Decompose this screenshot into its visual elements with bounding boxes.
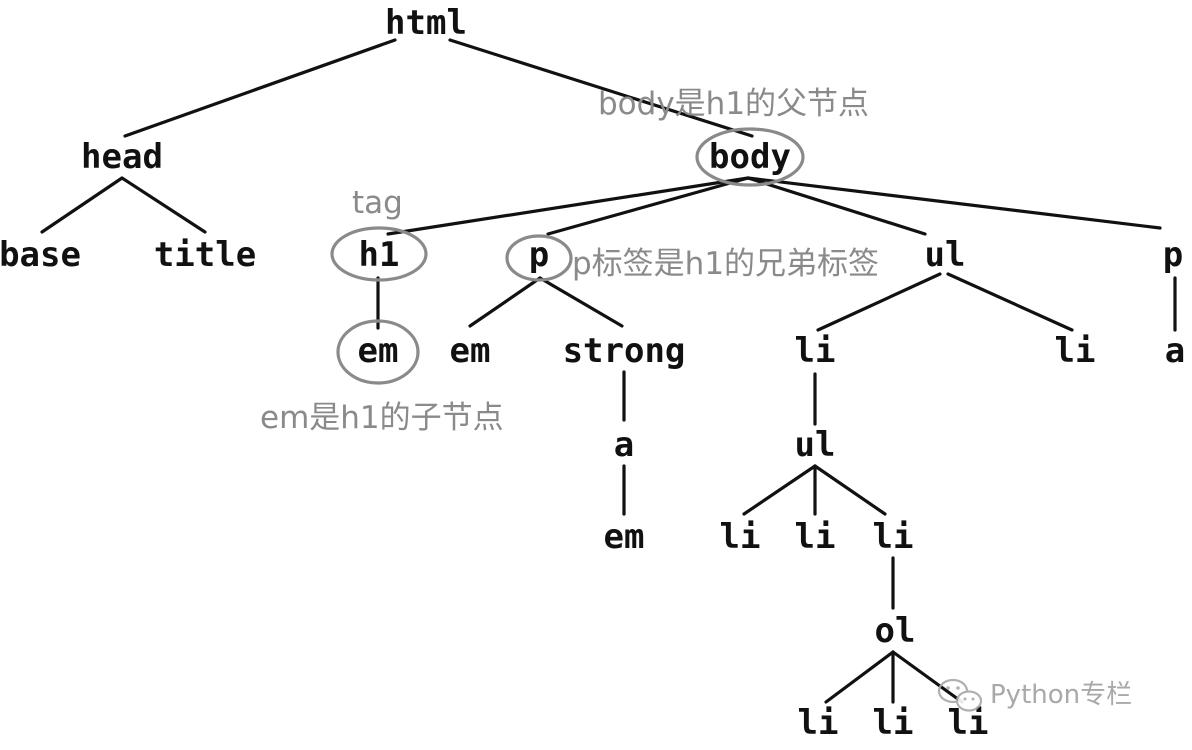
node-em-of-a: em: [604, 517, 645, 557]
node-strong: strong: [563, 331, 686, 371]
node-p: p: [529, 235, 549, 275]
node-title: title: [154, 235, 256, 275]
edge-body-ul1: [746, 176, 927, 236]
node-body: body: [709, 137, 791, 177]
edge-ol-li-c: [891, 650, 964, 704]
em-child-annotation: em是h1的子节点: [260, 400, 504, 436]
edge-ul2-li-c: [813, 464, 887, 516]
node-li-nested-c: li: [873, 517, 914, 557]
edge-ul1-li-b: [946, 272, 1074, 332]
node-li-first: li: [795, 331, 836, 371]
body-parent-annotation: body是h1的父节点: [598, 86, 869, 122]
edge-ul2-li-a: [742, 464, 817, 516]
node-ol: ol: [875, 611, 916, 651]
node-li-nested-a: li: [720, 517, 761, 557]
node-base: base: [0, 235, 81, 275]
edge-body-p1: [546, 176, 750, 236]
p-highlight-ring: [505, 234, 573, 282]
node-a-of-p: a: [1165, 331, 1185, 371]
highlight-rings: [330, 127, 805, 385]
edge-body-p2: [746, 176, 1162, 230]
edge-ol-li-a: [824, 650, 895, 704]
node-em-of-p: em: [450, 331, 491, 371]
node-em-of-h1: em: [358, 331, 399, 371]
p-sibling-annotation: p标签是h1的兄弟标签: [572, 246, 879, 282]
edge-head-title: [120, 176, 207, 234]
edge-body-h1: [386, 176, 750, 236]
node-li-ol-b: li: [873, 703, 914, 743]
edge-p1-em: [468, 276, 542, 328]
node-h1: h1: [359, 235, 400, 275]
tree-edges: [40, 38, 1177, 704]
edge-html-head: [123, 38, 397, 138]
node-li-nested-b: li: [795, 517, 836, 557]
tree-nodes: html head body base title h1 p ul p em e…: [0, 3, 1185, 743]
h1-highlight-ring: [330, 226, 428, 282]
tag-annotation: tag: [352, 185, 403, 221]
node-li-second: li: [1055, 331, 1096, 371]
em-highlight-ring: [336, 319, 420, 385]
edge-head-base: [40, 176, 124, 234]
edge-html-body: [448, 38, 754, 138]
edge-ul1-li-a: [816, 272, 942, 332]
annotations: body是h1的父节点 tag p标签是h1的兄弟标签 em是h1的子节点: [260, 86, 879, 436]
wechat-icon: [937, 678, 983, 712]
node-li-ol-a: li: [798, 703, 839, 743]
node-p-second: p: [1163, 235, 1183, 275]
node-a-of-strong: a: [614, 425, 634, 465]
node-head: head: [81, 137, 163, 177]
watermark: Python专栏: [937, 678, 1132, 712]
node-ul: ul: [925, 235, 966, 275]
node-html: html: [385, 3, 467, 43]
edge-p1-strong: [538, 276, 624, 328]
body-highlight-ring: [695, 127, 805, 187]
node-ul-nested: ul: [795, 425, 836, 465]
watermark-text: Python专栏: [990, 680, 1132, 710]
